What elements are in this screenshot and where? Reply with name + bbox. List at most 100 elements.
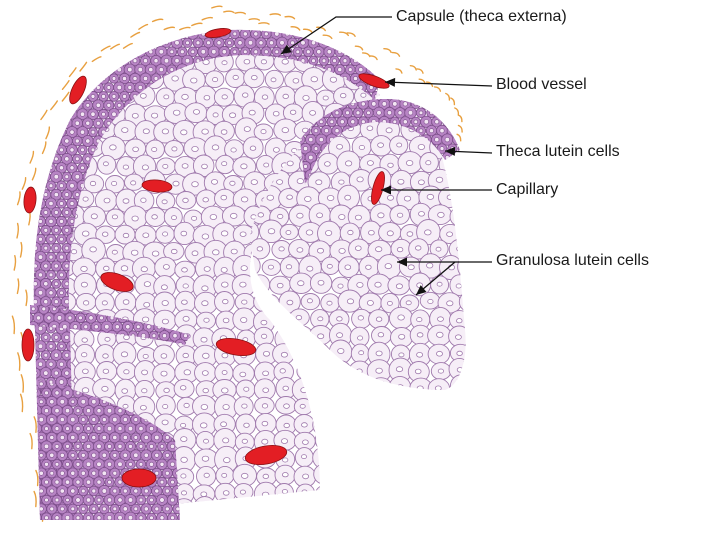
cell-nucleus	[455, 335, 461, 340]
theca-cell-nucleus	[49, 291, 53, 295]
theca-cell	[309, 395, 319, 405]
cell-nucleus	[418, 144, 425, 149]
cell-nucleus	[321, 472, 327, 476]
cell-nucleus	[222, 95, 227, 99]
theca-cell-nucleus	[301, 344, 305, 348]
cell-nucleus	[343, 403, 350, 408]
theca-cell	[351, 413, 360, 422]
theca-cell	[366, 29, 376, 39]
theca-cell	[318, 448, 329, 459]
theca-cell-nucleus	[91, 148, 95, 152]
cell-nucleus	[425, 230, 432, 235]
cell	[374, 499, 398, 520]
theca-cell-nucleus	[285, 32, 289, 36]
theca-cell-nucleus	[317, 389, 321, 393]
theca-cell	[78, 20, 87, 29]
cell-nucleus	[161, 285, 167, 290]
theca-cell-nucleus	[49, 23, 54, 28]
cell-nucleus	[370, 43, 376, 47]
capsule-fiber	[435, 87, 441, 91]
theca-cell	[35, 162, 46, 173]
cell-nucleus	[123, 199, 129, 204]
cell-nucleus	[142, 389, 147, 393]
theca-cell-nucleus	[60, 273, 64, 277]
theca-cell	[293, 350, 303, 360]
theca-cell-nucleus	[364, 398, 368, 402]
cell-nucleus	[367, 300, 373, 305]
theca-cell-nucleus	[306, 50, 310, 54]
theca-cell-nucleus	[264, 50, 268, 54]
theca-cell-nucleus	[60, 184, 64, 188]
cell-nucleus	[378, 213, 384, 218]
cell-nucleus	[182, 164, 188, 169]
theca-cell-nucleus	[65, 264, 69, 268]
theca-cell-nucleus	[49, 184, 53, 188]
cell-nucleus	[122, 128, 128, 133]
cell-nucleus	[222, 506, 227, 510]
theca-cell-nucleus	[285, 335, 290, 340]
capsule-fiber	[192, 23, 202, 25]
theca-cell-nucleus	[369, 50, 373, 54]
cell-nucleus	[202, 371, 208, 376]
cell-nucleus	[251, 75, 257, 79]
theca-cell-nucleus	[123, 23, 127, 27]
theca-cell-nucleus	[128, 50, 132, 54]
theca-cell-nucleus	[222, 50, 226, 54]
theca-cell	[309, 20, 318, 29]
theca-cell-nucleus	[38, 166, 42, 170]
cell-nucleus	[273, 148, 279, 153]
cell-nucleus	[325, 162, 331, 167]
theca-cell-nucleus	[333, 469, 337, 473]
theca-cell	[366, 439, 377, 450]
cell-nucleus	[287, 300, 293, 305]
cell-nucleus	[184, 370, 191, 375]
cell-nucleus	[203, 353, 210, 358]
theca-cell-nucleus	[143, 76, 147, 80]
cell-nucleus	[316, 180, 322, 185]
theca-cell	[24, 466, 35, 477]
cell-nucleus	[282, 59, 288, 64]
theca-cell	[93, 65, 103, 75]
theca-cell-nucleus	[96, 32, 100, 36]
theca-cell	[256, 20, 266, 30]
cell-nucleus	[181, 130, 187, 135]
theca-cell	[99, 38, 109, 48]
theca-cell	[330, 359, 340, 369]
cell-nucleus	[81, 266, 88, 271]
cell-nucleus	[376, 351, 382, 356]
theca-cell-nucleus	[33, 50, 37, 54]
cell	[459, 292, 478, 312]
cell-nucleus	[385, 264, 392, 269]
theca-cell-nucleus	[343, 451, 347, 455]
theca-cell-nucleus	[364, 41, 368, 45]
theca-cell-nucleus	[311, 41, 315, 45]
cell-nucleus	[183, 353, 189, 357]
theca-cell	[324, 421, 335, 432]
cell-nucleus	[172, 216, 177, 220]
theca-cell-nucleus	[317, 424, 322, 429]
theca-cell-nucleus	[296, 32, 300, 36]
theca-cell-nucleus	[364, 451, 368, 455]
theca-cell	[25, 252, 35, 262]
theca-cell	[350, 430, 361, 441]
cell-nucleus	[339, 248, 345, 253]
theca-cell-nucleus	[44, 86, 48, 90]
cell-nucleus	[362, 60, 368, 65]
cell-nucleus	[240, 282, 246, 287]
cell-nucleus	[144, 282, 150, 287]
theca-cell-nucleus	[96, 103, 100, 107]
cell-nucleus	[132, 45, 138, 50]
cell-nucleus	[141, 198, 146, 202]
theca-cell	[25, 234, 36, 245]
theca-cell-nucleus	[338, 442, 342, 446]
theca-cell-nucleus	[65, 210, 69, 214]
theca-cell-nucleus	[186, 23, 190, 27]
cell-nucleus	[386, 93, 392, 97]
cell-nucleus	[338, 349, 344, 354]
cell-nucleus	[369, 230, 375, 235]
cell-nucleus	[415, 369, 421, 374]
capsule-fiber	[458, 115, 462, 122]
cell-nucleus	[284, 404, 290, 409]
cell-nucleus	[383, 507, 390, 512]
cell-nucleus	[397, 143, 402, 147]
